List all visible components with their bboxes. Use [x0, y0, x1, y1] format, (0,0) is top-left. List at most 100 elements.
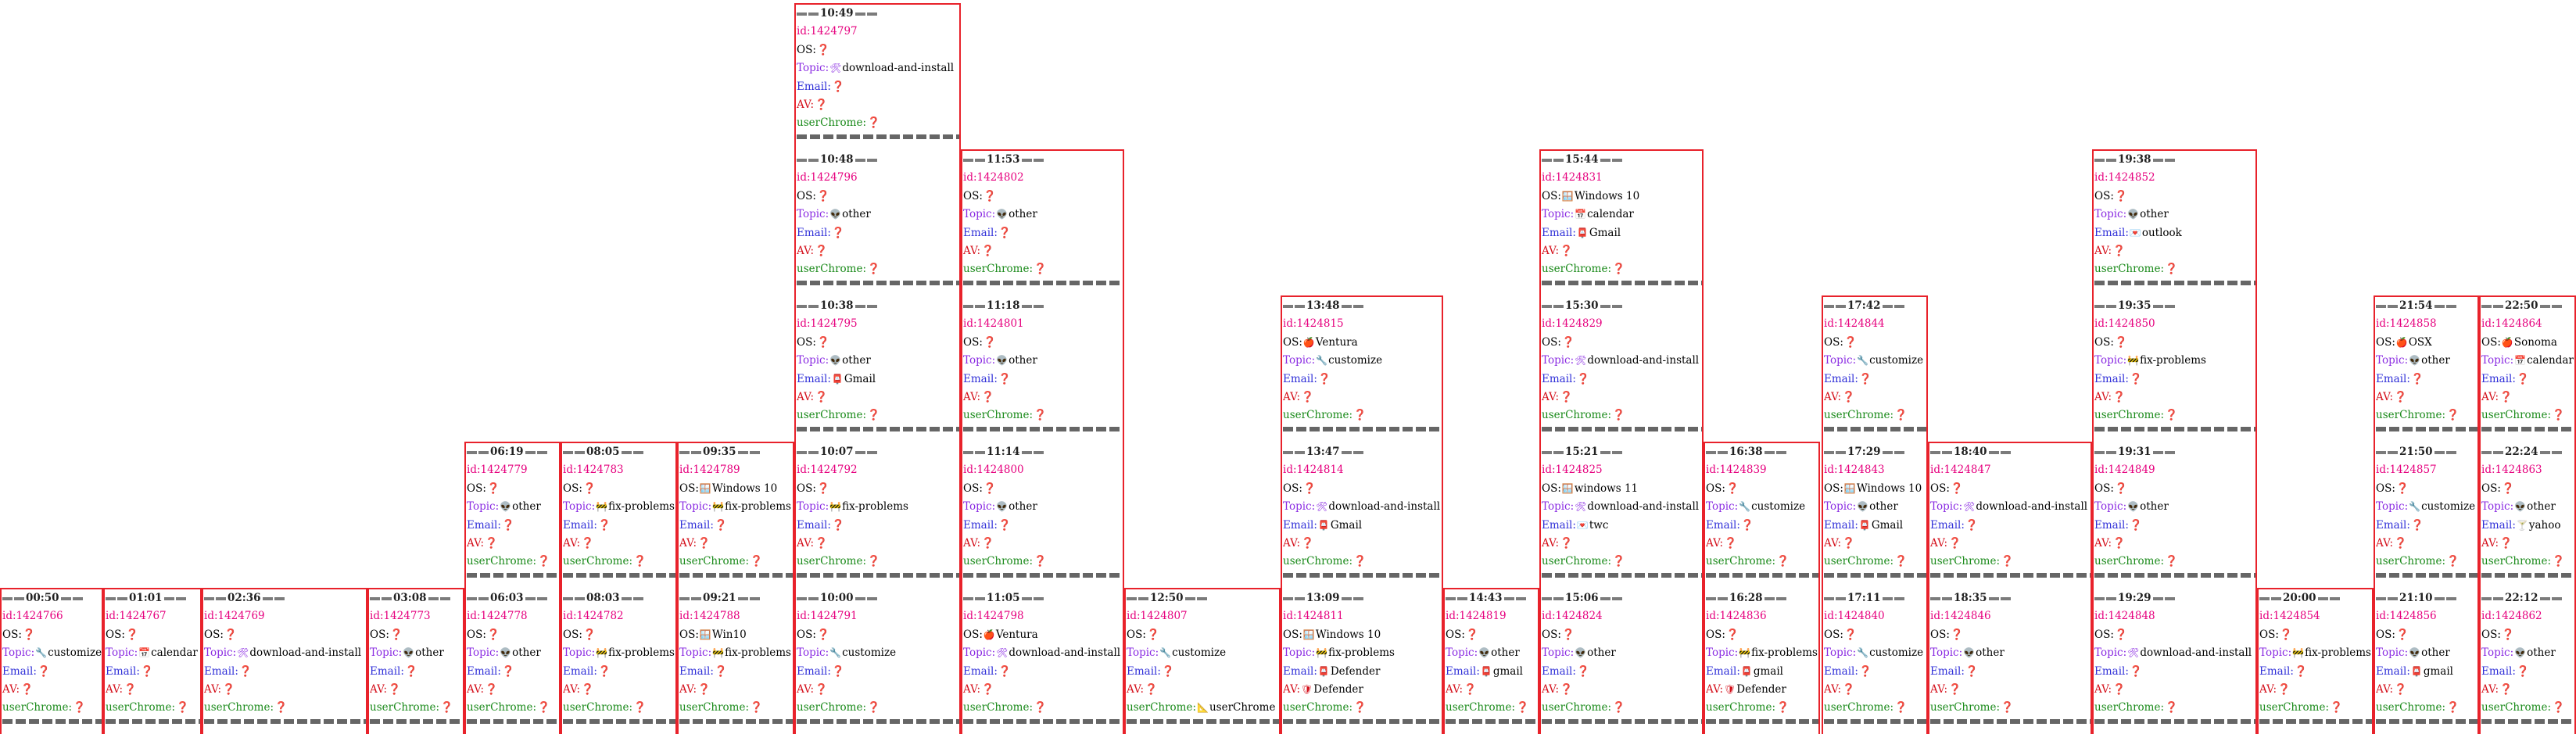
ticket-id-link[interactable]: id:1424788 [679, 610, 740, 623]
ticket-id-link[interactable]: id:1424773 [370, 610, 431, 623]
ticket-id-link[interactable]: id:1424849 [2094, 464, 2155, 477]
ticket-id-link[interactable]: id:1424840 [1824, 610, 1885, 623]
ticket-id-link[interactable]: id:1424783 [563, 464, 624, 477]
ticket-id-link[interactable]: id:1424850 [2094, 317, 2155, 331]
ticket-id-link[interactable]: id:1424858 [2376, 317, 2437, 331]
divider [467, 596, 477, 600]
ticket-id-link[interactable]: id:1424854 [2259, 610, 2320, 623]
ticket-id-link[interactable]: id:1424792 [797, 464, 858, 477]
ticket-id-link[interactable]: id:1424852 [2094, 171, 2155, 184]
question-icon: ❓ [2129, 518, 2143, 532]
ticket-id-link[interactable]: id:1424798 [963, 610, 1024, 623]
ticket-id-link[interactable]: id:1424843 [1824, 464, 1885, 477]
email-label: Email: [2094, 226, 2129, 239]
ticket-id-link[interactable]: id:1424778 [467, 610, 528, 623]
ticket-id-link[interactable]: id:1424857 [2376, 464, 2437, 477]
ticket-id-link[interactable]: id:1424825 [1542, 464, 1603, 477]
ticket-id-link[interactable]: id:1424846 [1930, 610, 1991, 623]
ticket-id-link[interactable]: id:1424839 [1706, 464, 1767, 477]
ticket-id-link[interactable]: id:1424815 [1283, 317, 1344, 331]
ticket-id-link[interactable]: id:1424862 [2481, 610, 2542, 623]
ticket-id-link[interactable]: id:1424801 [963, 317, 1024, 331]
ticket-id-link[interactable]: id:1424779 [467, 464, 528, 477]
ticket-id-link[interactable]: id:1424824 [1542, 610, 1603, 623]
ticket-id-link[interactable]: id:1424831 [1542, 171, 1603, 184]
ticket-id-link[interactable]: id:1424847 [1930, 464, 1991, 477]
ticket-id-link[interactable]: id:1424829 [1542, 317, 1603, 331]
ticket-id-link[interactable]: id:1424767 [106, 610, 167, 623]
ticket-id-link[interactable]: id:1424797 [797, 25, 858, 38]
ticket-id-link[interactable]: id:1424811 [1283, 610, 1344, 623]
email-label: Email: [1930, 518, 1965, 532]
ticket-id-link[interactable]: id:1424814 [1283, 464, 1344, 477]
ticket-id-link[interactable]: id:1424795 [797, 317, 858, 331]
ticket-id-link[interactable]: id:1424769 [204, 610, 265, 623]
question-icon: ❓ [1560, 244, 1573, 257]
email-label: Email: [679, 664, 714, 678]
ticket-id-link[interactable]: id:1424802 [963, 171, 1024, 184]
ticket-id-link[interactable]: id:1424848 [2094, 610, 2155, 623]
ticket-id-link[interactable]: id:1424807 [1127, 610, 1188, 623]
ticket-id-link[interactable]: id:1424800 [963, 464, 1024, 477]
ticket-id-link[interactable]: id:1424782 [563, 610, 624, 623]
email-label: Email: [797, 518, 831, 532]
ticket-id-link[interactable]: id:1424863 [2481, 464, 2542, 477]
ticket-id-link[interactable]: id:1424791 [797, 610, 858, 623]
ticket-id-link[interactable]: id:1424766 [2, 610, 63, 623]
topic-line: Topic:👽other [2481, 644, 2574, 662]
ticket-id-link[interactable]: id:1424796 [797, 171, 858, 184]
ticket-id-link[interactable]: id:1424864 [2481, 317, 2542, 331]
ticket-id-link[interactable]: id:1424844 [1824, 317, 1885, 331]
ticket-id-link[interactable]: id:1424836 [1706, 610, 1767, 623]
ticket-id-link[interactable]: id:1424819 [1446, 610, 1507, 623]
ticket-id-link[interactable]: id:1424856 [2376, 610, 2437, 623]
ticket-id-link[interactable]: id:1424789 [679, 464, 740, 477]
